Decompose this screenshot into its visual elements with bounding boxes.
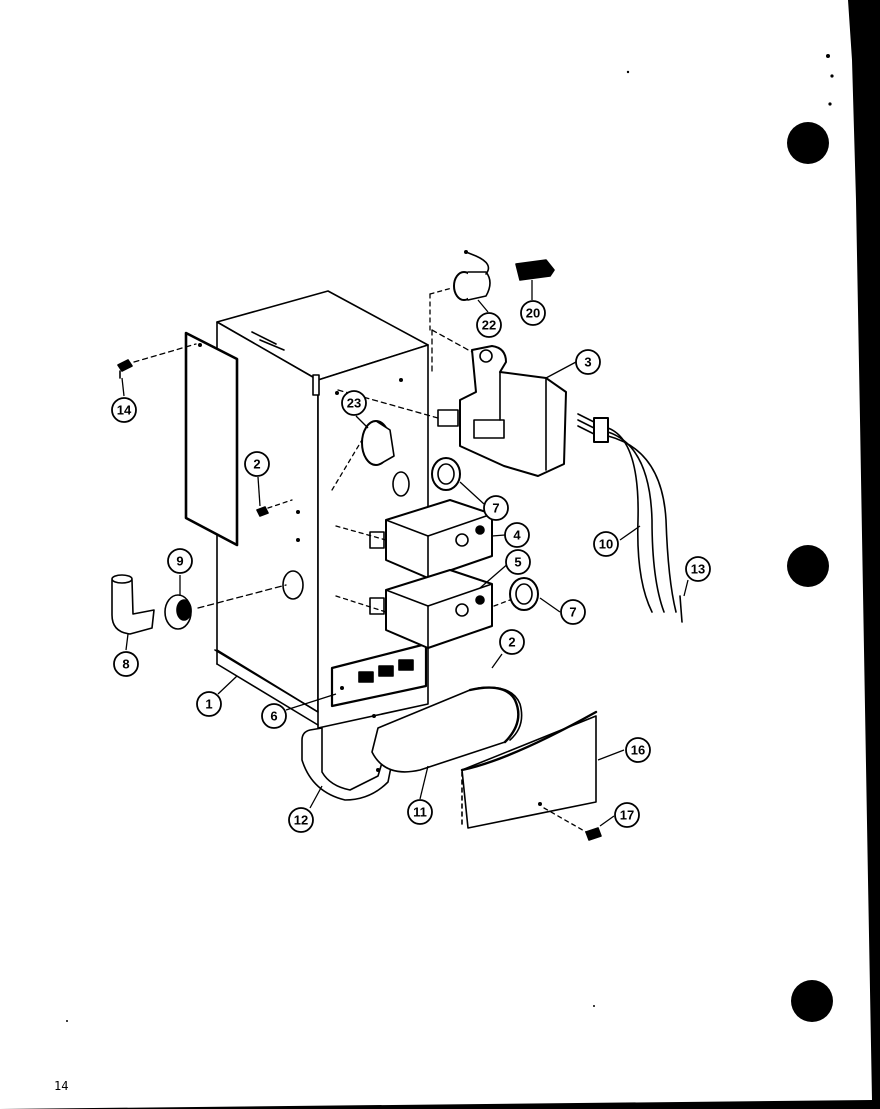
- relay-5: [369, 569, 493, 649]
- callout-11: 11: [407, 799, 433, 825]
- plug-button-7-upper: [431, 457, 461, 491]
- callout-4-label: 4: [513, 528, 521, 543]
- screw-17: [585, 827, 602, 841]
- callout-13-label: 13: [691, 562, 705, 577]
- screw-14: [117, 359, 133, 379]
- callout-17-label: 17: [620, 808, 634, 823]
- callout-2-left-label: 2: [253, 457, 260, 472]
- leader-lines: [121, 280, 689, 827]
- terminal-plate-6: [330, 642, 428, 708]
- callout-7-upper-label: 7: [492, 501, 499, 516]
- callout-14: 14: [111, 397, 137, 423]
- callout-3-label: 3: [584, 355, 591, 370]
- callout-9: 9: [167, 548, 193, 574]
- disc-22: [453, 250, 491, 301]
- callout-7-upper: 7: [483, 495, 509, 521]
- callout-2-left: 2: [244, 451, 270, 477]
- exploded-assembly-drawing: [111, 250, 683, 841]
- callout-2-right: 2: [499, 629, 525, 655]
- callout-13: 13: [685, 556, 711, 582]
- callout-10-label: 10: [599, 537, 613, 552]
- callout-16: 16: [625, 737, 651, 763]
- callout-23-label: 23: [347, 396, 361, 411]
- callout-20: 20: [520, 300, 546, 326]
- callout-2-right-label: 2: [508, 635, 515, 650]
- callout-4: 4: [504, 522, 530, 548]
- page-number: 14: [54, 1079, 68, 1093]
- callout-5-label: 5: [514, 555, 521, 570]
- wire-tie-13: [679, 595, 683, 623]
- callout-23: 23: [341, 390, 367, 416]
- screw-2-left: [256, 506, 269, 517]
- callout-7-lower: 7: [560, 599, 586, 625]
- grommet-9: [164, 594, 192, 630]
- punch-hole-top: [787, 122, 829, 164]
- relay-4: [369, 499, 493, 579]
- callout-12: 12: [288, 807, 314, 833]
- callouts: 14 2 8 9 1 6 12 11: [111, 300, 711, 833]
- callout-6: 6: [261, 703, 287, 729]
- wire-harness-10: [577, 413, 677, 613]
- callout-1: 1: [196, 691, 222, 717]
- callout-6-label: 6: [270, 709, 277, 724]
- callout-14-label: 14: [117, 403, 132, 418]
- callout-3: 3: [575, 349, 601, 375]
- control-box-housing: [214, 290, 429, 729]
- callout-16-label: 16: [631, 743, 645, 758]
- capacitor-11: [371, 686, 523, 773]
- paper-specks: [66, 54, 834, 1022]
- callout-10: 10: [593, 531, 619, 557]
- connector-20: [515, 259, 555, 281]
- callout-8: 8: [113, 651, 139, 677]
- callout-11-label: 11: [413, 805, 427, 820]
- side-cover-panel: [184, 331, 239, 547]
- elbow-hose-8: [111, 574, 155, 635]
- callout-5: 5: [505, 549, 531, 575]
- plug-button-7-lower: [509, 577, 539, 611]
- punch-hole-bottom: [791, 980, 833, 1022]
- punch-hole-middle: [787, 545, 829, 587]
- callout-22-label: 22: [482, 318, 496, 333]
- capacitor-cover-16: [460, 710, 598, 829]
- callout-12-label: 12: [294, 813, 308, 828]
- callout-8-label: 8: [122, 657, 129, 672]
- callout-7-lower-label: 7: [569, 605, 576, 620]
- callout-1-label: 1: [205, 697, 212, 712]
- disc-thermostat-23: [361, 420, 395, 466]
- callout-17: 17: [614, 802, 640, 828]
- callout-9-label: 9: [176, 554, 183, 569]
- callout-22: 22: [476, 312, 502, 338]
- callout-20-label: 20: [526, 306, 540, 321]
